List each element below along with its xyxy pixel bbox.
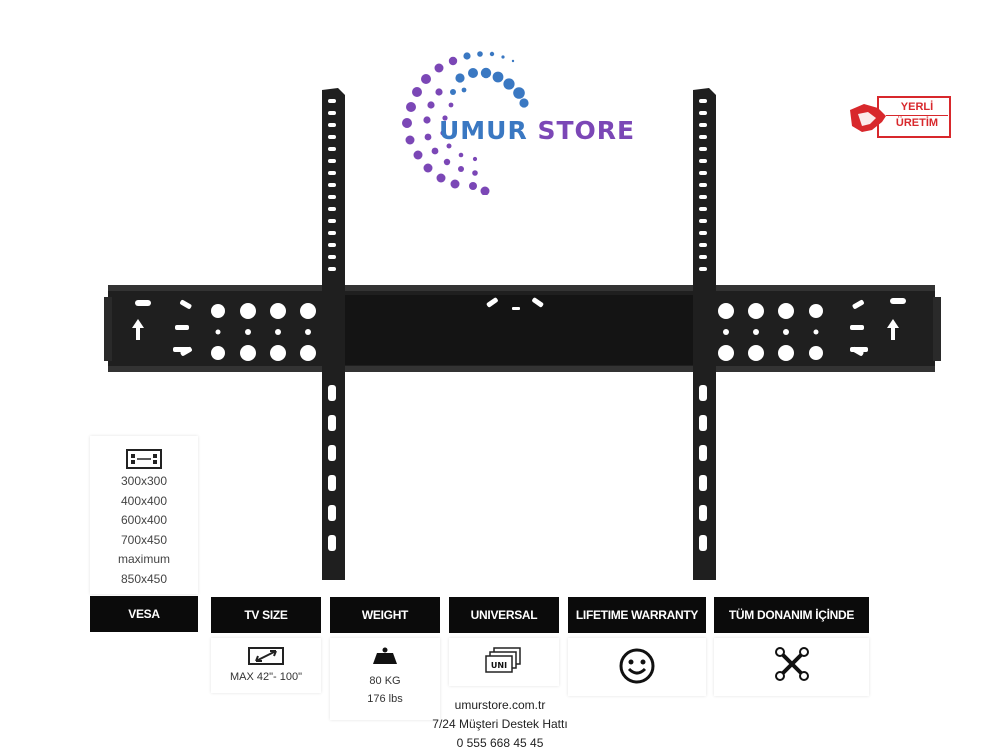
weight-card: 80 KG 176 lbs [330, 638, 440, 720]
tools-icon [775, 647, 809, 681]
vesa-size: 400x400 [120, 493, 168, 508]
smiley-icon [619, 648, 655, 684]
weight-value-lbs: 176 lbs [367, 693, 403, 705]
vesa-label: VESA [90, 596, 198, 632]
support-line-text: 7/24 Müşteri Destek Hattı [432, 717, 568, 731]
hardware-included-label: TÜM DONANIM İÇİNDE [714, 597, 869, 633]
vesa-size-list: 300x300 400x400 600x400 700x450 maximum … [90, 472, 198, 589]
tv-size-card: MAX 42"- 100" [211, 638, 321, 693]
vesa-size: maximum [117, 552, 170, 566]
universal-label: UNIVERSAL [449, 597, 559, 633]
tv-size-icon [248, 647, 284, 665]
vesa-size: 600x400 [120, 513, 168, 527]
hardware-included-card [714, 638, 869, 696]
store-logo: UMUR STORE [395, 45, 655, 195]
vesa-pattern-icon [126, 449, 162, 469]
handshake-icon [850, 96, 951, 138]
weight-label: WEIGHT [330, 597, 440, 633]
universal-card: UNI [449, 638, 559, 686]
badge-line1: YERLİ [900, 101, 934, 113]
weight-value-kg: 80 KG [369, 675, 401, 687]
vesa-size: 850x450 [120, 571, 168, 586]
universal-icon-text: UNI [491, 661, 507, 670]
brand-name-store: STORE [537, 116, 636, 145]
tv-wall-mount-image [104, 88, 941, 580]
website-text: umurstore.com.tr [454, 698, 546, 712]
vesa-size: 300x300 [120, 474, 168, 488]
contact-footer: umurstore.com.tr 7/24 Müşteri Destek Hat… [400, 696, 600, 753]
phone-text: 0 555 668 45 45 [456, 736, 544, 750]
tv-size-value: MAX 42"- 100" [229, 671, 302, 683]
vesa-card: 300x300 400x400 600x400 700x450 maximum … [90, 436, 198, 594]
vesa-size: 700x450 [120, 532, 168, 547]
yerli-uretim-badge: YERLİ ÜRETİM [848, 96, 951, 138]
tv-size-label: TV SIZE [211, 597, 321, 633]
lifetime-warranty-card [568, 638, 706, 696]
lifetime-warranty-label: LIFETIME WARRANTY [568, 597, 706, 633]
weight-icon [373, 647, 397, 664]
logo-dots-icon [402, 51, 529, 195]
badge-line2: ÜRETİM [886, 115, 948, 131]
brand-name-umur: UMUR [439, 116, 528, 145]
universal-icon: UNI [485, 647, 521, 673]
